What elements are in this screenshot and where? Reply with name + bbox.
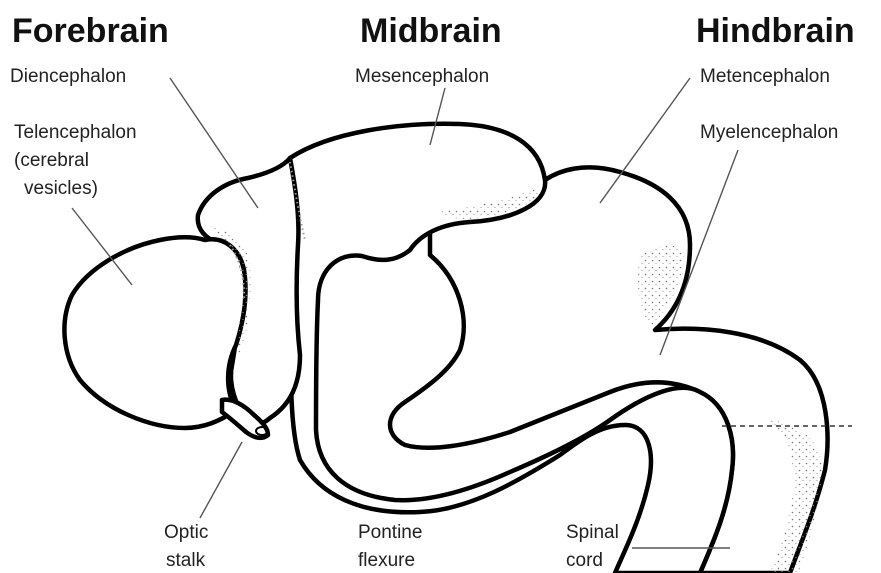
optic-stalk-label-line2: stalk [166, 550, 206, 571]
forebrain-heading: Forebrain [12, 12, 169, 50]
pontine-flexure-label-line2: flexure [358, 550, 415, 571]
diencephalon-label: Diencephalon [10, 66, 126, 87]
optic-stalk-label: Optic [164, 522, 208, 543]
midbrain-heading: Midbrain [360, 12, 502, 50]
brain-outline [64, 124, 827, 573]
pontine-flexure-label: Pontine [358, 522, 422, 543]
hindbrain-vesicle [390, 167, 827, 573]
myelencephalon-label: Myelencephalon [700, 122, 838, 143]
telencephalon-label-line3: vesicles) [24, 178, 98, 199]
spinal-cord-label-line2: cord [566, 550, 603, 571]
optic-stalk-leader [200, 442, 242, 518]
stipple-shading-hindbrain [638, 246, 684, 325]
telencephalon-label: Telencephalon [14, 122, 137, 143]
telencephalon-label-line2: (cerebral [14, 150, 89, 171]
mesencephalon-label: Mesencephalon [355, 66, 489, 87]
hindbrain-heading: Hindbrain [696, 12, 855, 50]
diencephalon-leader [170, 78, 258, 208]
telencephalon-vesicle [64, 237, 245, 428]
spinal-cord-label: Spinal [566, 522, 619, 543]
metencephalon-label: Metencephalon [700, 66, 830, 87]
